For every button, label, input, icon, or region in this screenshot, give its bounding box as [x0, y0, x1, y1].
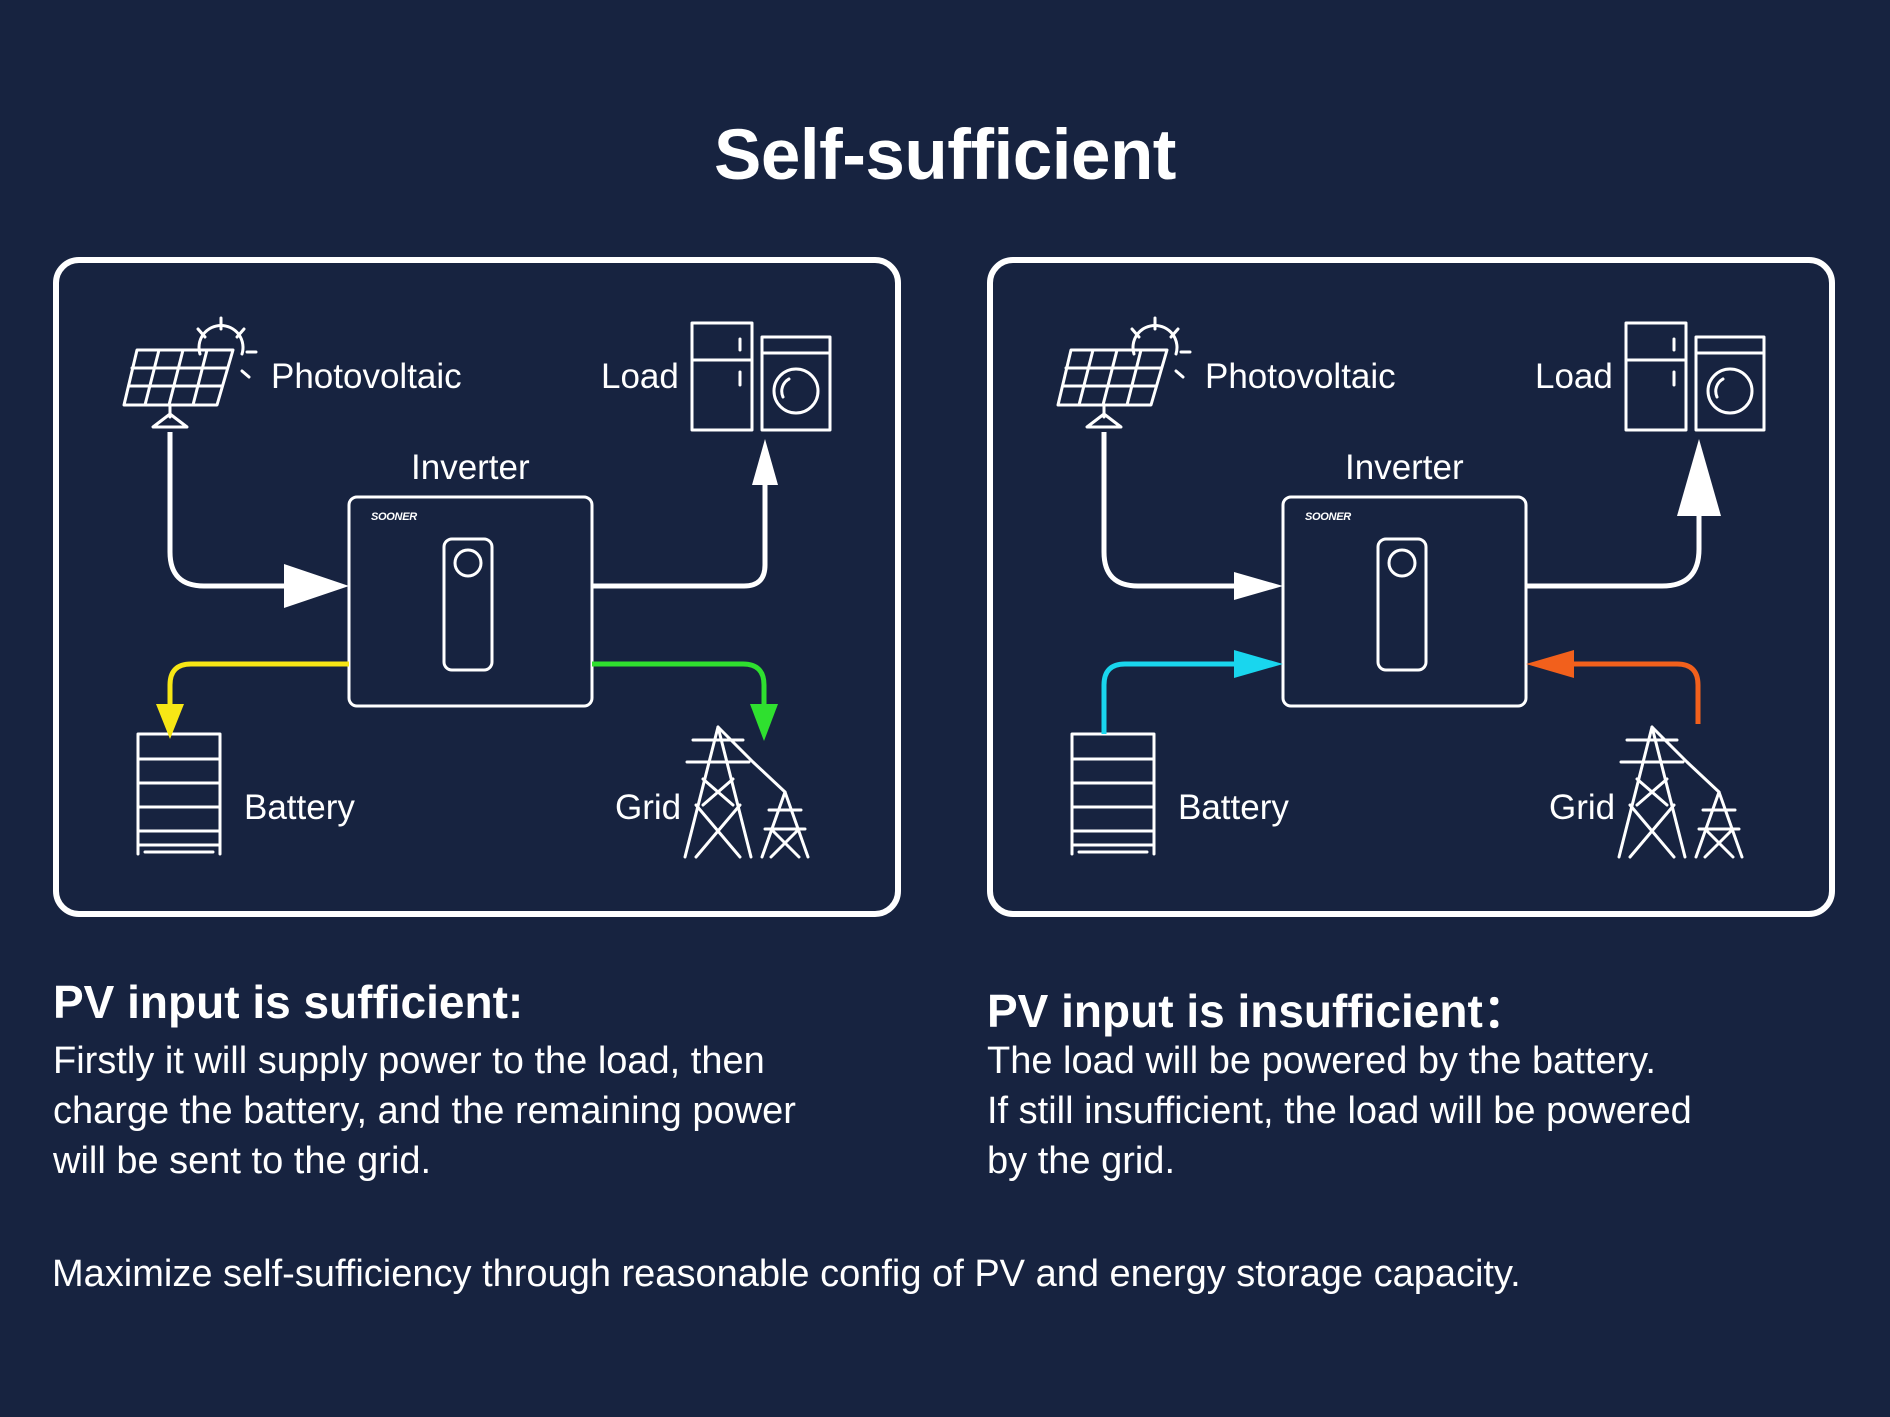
- inverter-icon: [1281, 495, 1528, 708]
- sun-icon: [1130, 316, 1192, 379]
- description-line: The load will be powered by the battery.: [987, 1040, 1656, 1082]
- sun-icon: [196, 316, 258, 379]
- description-line: Firstly it will supply power to the load…: [53, 1040, 765, 1082]
- inverter-brand: SOONER: [371, 511, 417, 523]
- arrowheads: [1234, 439, 1721, 678]
- label-battery: Battery: [244, 788, 355, 827]
- case-description-sufficient: Firstly it will supply power to the load…: [53, 1036, 933, 1186]
- diagram-panel-sufficient: Photovoltaic Load Inverter SOONER Batter…: [53, 257, 901, 917]
- solar-panel-icon: [122, 348, 235, 429]
- label-grid: Grid: [1549, 788, 1616, 827]
- description-line: will be sent to the grid.: [53, 1140, 432, 1182]
- page-title: Self-sufficient: [714, 116, 1176, 195]
- transmission-tower-icon: [683, 725, 810, 859]
- case-heading-sufficient: PV input is sufficient:: [53, 976, 524, 1028]
- washing-machine-icon: [1694, 335, 1766, 432]
- arrowheads: [156, 439, 778, 741]
- description-line: by the grid.: [987, 1140, 1175, 1182]
- label-inverter: Inverter: [1345, 448, 1464, 487]
- case-description-insufficient: The load will be powered by the battery.…: [987, 1036, 1867, 1186]
- fridge-icon: [690, 321, 754, 432]
- case-heading-insufficient: PV input is insufficient：: [987, 985, 1529, 1037]
- description-line: If still insufficient, the load will be …: [987, 1090, 1692, 1132]
- diagram-panel-insufficient: Photovoltaic Load Inverter SOONER Batter…: [987, 257, 1835, 917]
- inverter-icon: [347, 495, 594, 708]
- label-load: Load: [1535, 357, 1613, 396]
- label-grid: Grid: [615, 788, 682, 827]
- flow-diagram-insufficient: [1056, 316, 1766, 859]
- battery-icon: [1070, 732, 1156, 856]
- label-inverter: Inverter: [411, 448, 530, 487]
- fridge-icon: [1624, 321, 1688, 432]
- solar-panel-icon: [1056, 348, 1169, 429]
- washing-machine-icon: [760, 335, 832, 432]
- label-load: Load: [601, 357, 679, 396]
- label-battery: Battery: [1178, 788, 1289, 827]
- transmission-tower-icon: [1617, 725, 1744, 859]
- label-photovoltaic: Photovoltaic: [271, 357, 462, 396]
- description-line: charge the battery, and the remaining po…: [53, 1090, 796, 1132]
- label-photovoltaic: Photovoltaic: [1205, 357, 1396, 396]
- inverter-brand: SOONER: [1305, 511, 1351, 523]
- footer-note: Maximize self-sufficiency through reason…: [52, 1253, 1521, 1295]
- flow-diagram-sufficient: [122, 316, 832, 859]
- battery-icon: [136, 732, 222, 856]
